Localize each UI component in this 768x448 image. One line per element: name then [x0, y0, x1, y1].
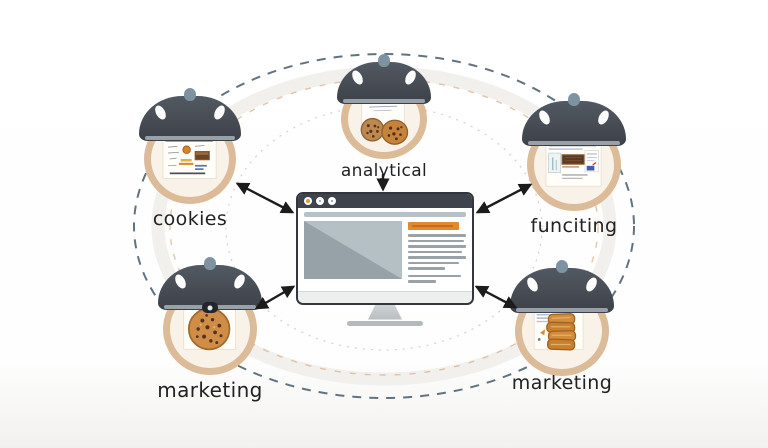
beret-cap-icon — [510, 260, 614, 313]
text-column — [408, 221, 466, 286]
browser-button-icon — [328, 197, 336, 205]
arrow-left — [235, 182, 295, 214]
node-label-analytical: analytical — [340, 161, 428, 181]
cap-hole-icon — [596, 108, 612, 126]
text-line — [408, 245, 466, 248]
node-marketing-left: marketing — [157, 257, 262, 402]
text-line — [408, 239, 465, 242]
chocolate-bar-icon — [561, 154, 585, 165]
node-label-marketing-left: marketing — [157, 378, 263, 402]
plant-panel-icon — [548, 152, 561, 174]
cookie-icon — [381, 119, 409, 145]
node-label-cookies: cookies — [152, 208, 228, 230]
beret-cap-icon — [522, 93, 626, 146]
text-line — [408, 267, 446, 270]
cookie-bar-icon — [194, 150, 210, 161]
cap-hole-icon — [211, 103, 227, 121]
orange-headline-bar — [408, 222, 460, 230]
chocolate-chip-cookie-icon — [187, 307, 231, 351]
beret-cap-icon — [158, 257, 262, 313]
text-line — [408, 234, 466, 237]
text-line — [408, 250, 462, 253]
cap-pom-icon — [568, 93, 580, 106]
cap-hole-icon — [232, 272, 248, 290]
cap-pom-icon — [556, 260, 568, 273]
waffle-stack-icon — [546, 313, 577, 351]
cap-pom-icon — [204, 257, 216, 270]
desktop-monitor — [296, 192, 474, 326]
cap-band — [145, 136, 235, 140]
cap-hole-icon — [349, 68, 365, 87]
cap-hole-icon — [524, 275, 540, 293]
text-line — [408, 261, 460, 264]
browser-titlebar — [298, 194, 472, 208]
text-line — [408, 280, 436, 283]
cap-hole-icon — [536, 108, 552, 126]
node-marketing-right: marketing — [510, 260, 614, 394]
monitor-bezel — [298, 290, 472, 303]
cap-pom-icon — [184, 88, 196, 101]
mini-document-icon — [584, 150, 600, 173]
beret-cap-icon — [337, 54, 431, 104]
cap-hole-icon — [403, 68, 419, 87]
camera-dot-icon — [202, 302, 218, 313]
monitor-stand — [368, 304, 402, 320]
pencil-icon — [537, 329, 546, 341]
cap-band — [342, 99, 426, 103]
beret-cap-icon — [139, 88, 241, 141]
cap-hole-icon — [172, 272, 188, 290]
cookie-icon — [360, 117, 385, 142]
cap-hole-icon — [153, 103, 169, 121]
browser-button-icon — [304, 197, 312, 205]
monitor-base — [347, 320, 423, 326]
cap-hole-icon — [584, 275, 600, 293]
cap-band — [516, 308, 608, 312]
cap-pom-icon — [378, 54, 390, 67]
arrow-bottom-left — [254, 285, 296, 310]
cap-band — [528, 141, 620, 145]
node-label-marketing-right: marketing — [511, 372, 613, 394]
node-analytical: analytical — [337, 54, 431, 181]
page-content — [298, 221, 472, 291]
browser-window — [296, 192, 474, 305]
arrow-right — [475, 183, 533, 214]
hero-image-placeholder — [304, 221, 402, 279]
address-bar — [304, 212, 466, 217]
node-label-funciting: funciting — [530, 215, 618, 237]
text-line — [408, 274, 462, 277]
chocolate-document-icon — [527, 119, 621, 211]
screen-glare — [304, 221, 402, 279]
browser-button-icon — [316, 197, 324, 205]
node-funciting: funciting — [522, 93, 626, 237]
text-line — [408, 256, 466, 259]
node-cookies: cookies — [139, 88, 241, 230]
